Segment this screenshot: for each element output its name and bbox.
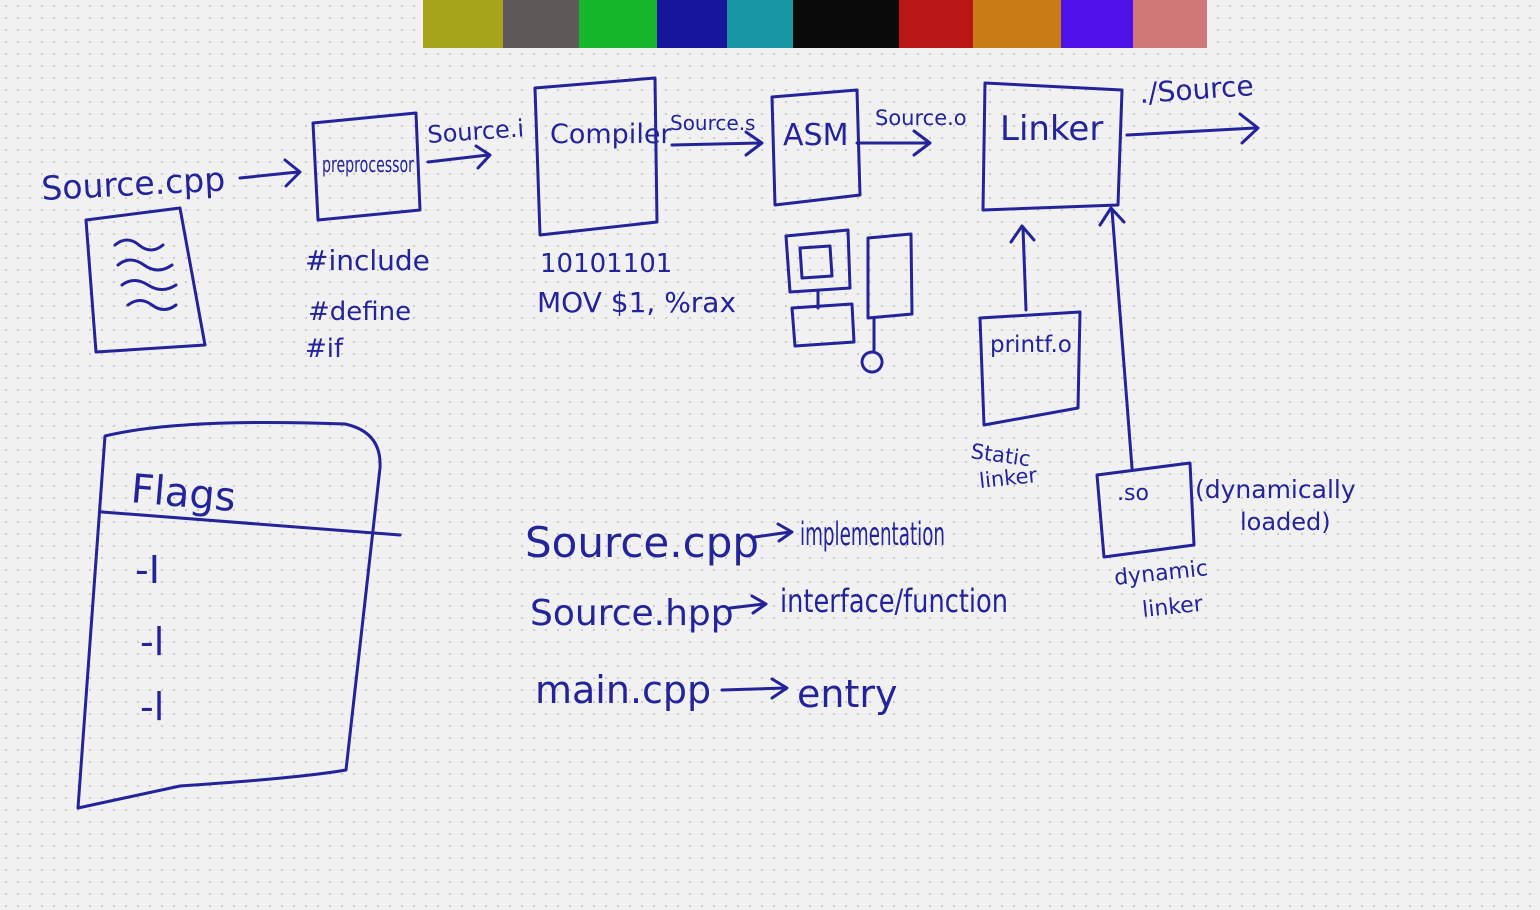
flag-item: -l [140,685,164,729]
assembler-label: ASM [783,118,848,153]
computer-sketch [784,228,856,348]
directive-item: #define [308,297,411,327]
flags-box [76,421,382,810]
palette-swatch-red[interactable] [899,0,973,48]
dynamic-lib-file: .so [1117,481,1149,506]
palette-swatch-pink[interactable] [1133,0,1207,48]
directive-item: #include [305,244,430,277]
input-file-label: Source.cpp [40,159,226,208]
arrow-to-compiler [426,144,492,170]
assembler-output-label: Source.o [875,106,967,130]
palette-swatch-olive[interactable] [423,0,503,48]
file-name: Source.cpp [525,518,759,567]
preprocessor-box [311,111,422,222]
flags-divider [100,510,402,537]
dynamic-lib-label: linker [1141,592,1205,623]
color-palette [423,0,1207,48]
linker-box [981,81,1124,212]
arrow-static-to-linker [1009,224,1036,312]
static-lib-label: linker [978,463,1039,493]
palette-swatch-gray[interactable] [503,0,579,48]
dynamic-lib-box [1095,461,1196,559]
dynamic-lib-label: dynamic [1113,556,1209,591]
file-role: entry [797,672,897,716]
file-role: interface/function [780,582,1008,620]
palette-swatch-teal[interactable] [727,0,793,48]
palette-swatch-navy[interactable] [657,0,727,48]
compiler-output-label: Source.s [670,111,755,135]
arrow-to-executable [1125,112,1260,145]
file-role-arrow [728,594,768,615]
flag-item: -l [140,620,164,664]
preprocessor-output-label: Source.i [426,114,524,149]
flags-title: Flags [129,466,237,521]
document-icon [84,206,207,354]
peripheral-sketch [860,232,914,374]
palette-swatch-orange[interactable] [973,0,1061,48]
file-name: Source.hpp [530,593,734,634]
dynamic-load-note: loaded) [1240,508,1331,536]
palette-swatch-black[interactable] [793,0,899,48]
preprocessor-label: preprocessor [322,153,415,178]
arrow-to-preprocessor [238,158,302,188]
linker-output-label: ./Source [1138,69,1255,110]
flag-item: -I [135,548,160,592]
static-lib-box [978,310,1082,427]
directive-item: #if [305,334,344,364]
compiler-box [533,76,659,237]
linker-label: Linker [1000,109,1103,149]
arrow-to-asm [670,130,764,157]
file-name: main.cpp [535,668,711,712]
dynamic-load-note: (dynamically [1195,475,1356,504]
assembler-box [770,88,862,207]
compiler-label: Compiler [550,119,672,150]
file-role-arrow [720,677,789,700]
palette-swatch-green[interactable] [579,0,657,48]
arrow-dynamic-to-linker [1098,206,1134,470]
file-role-arrow [753,522,794,543]
palette-swatch-purple[interactable] [1061,0,1133,48]
arrow-to-linker [855,129,932,157]
static-lib-file: printf.o [990,332,1072,358]
compiler-note: MOV $1, %rax [537,286,736,319]
file-role: implementation [800,515,945,553]
document-lines [113,238,178,311]
compiler-note: 10101101 [540,249,672,279]
